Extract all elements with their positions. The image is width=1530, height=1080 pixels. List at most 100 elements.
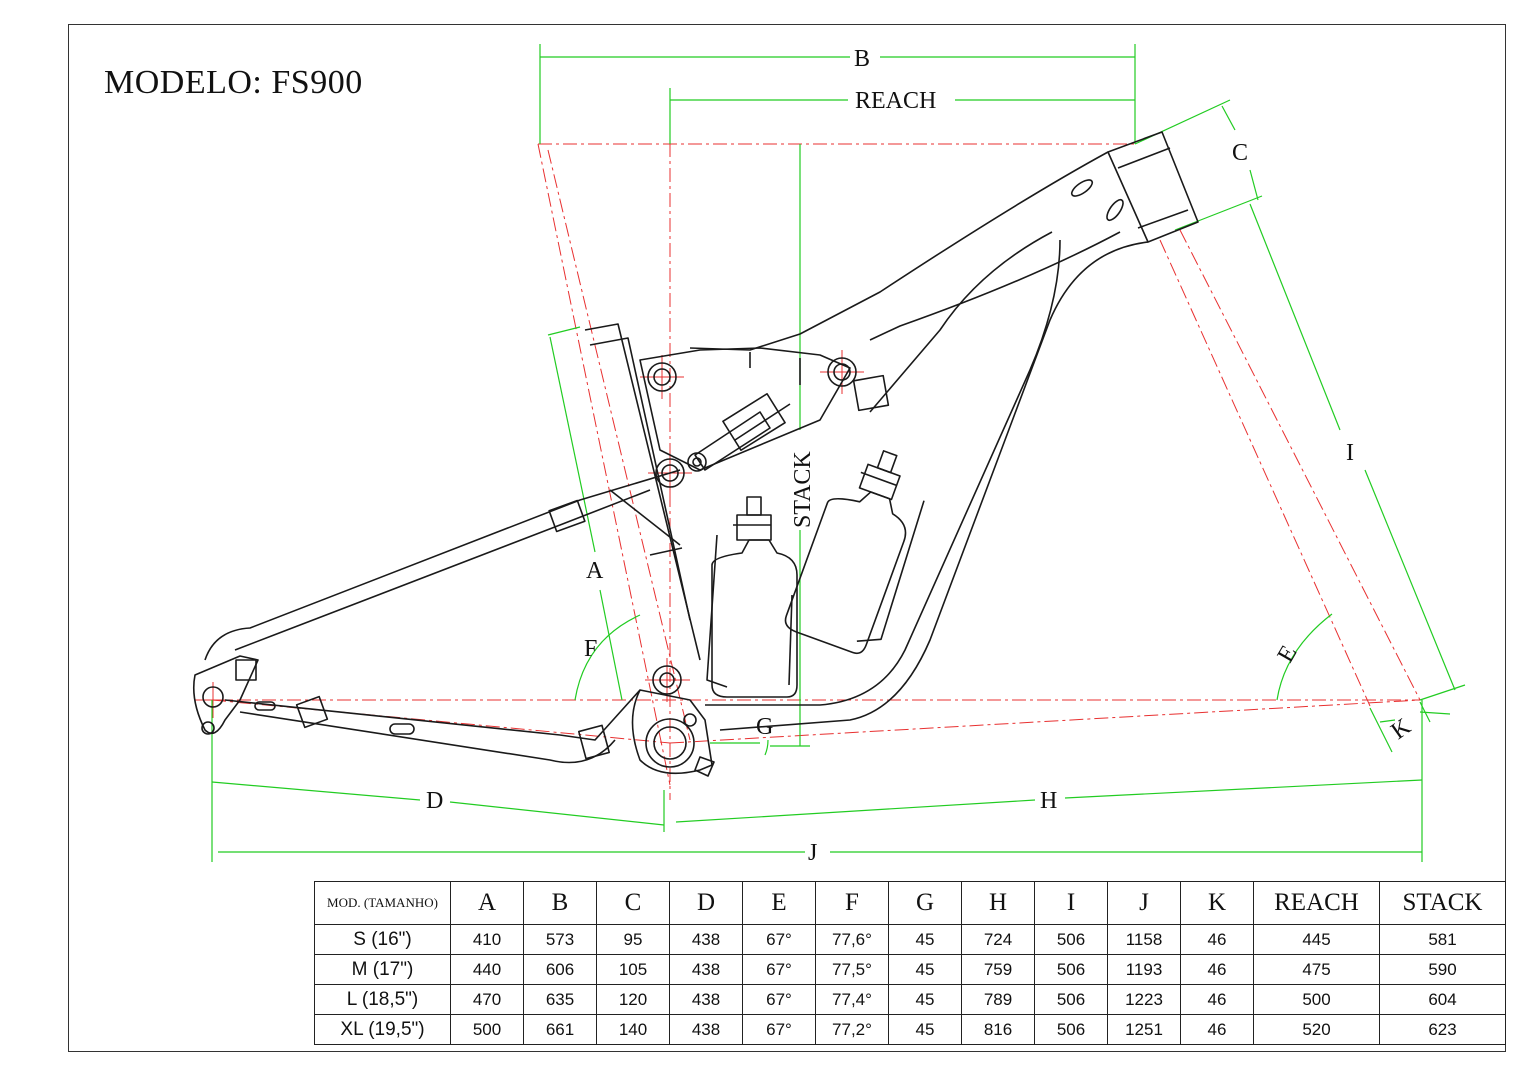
- col-header-d: D: [669, 881, 743, 925]
- table-cell: 46: [1180, 984, 1254, 1015]
- table-cell: 573: [523, 924, 597, 955]
- col-header-stack: STACK: [1379, 881, 1506, 925]
- table-cell: 438: [669, 1014, 743, 1045]
- dimension-lines: [211, 44, 1466, 862]
- table-cell: 506: [1034, 1014, 1108, 1045]
- col-header-a: A: [450, 881, 524, 925]
- water-bottle-seat-tube: [706, 496, 798, 698]
- table-cell-size: L (18,5"): [314, 984, 451, 1015]
- col-header-g: G: [888, 881, 962, 925]
- table-cell: 1158: [1107, 924, 1181, 955]
- table-cell: 470: [450, 984, 524, 1015]
- table-cell: 1251: [1107, 1014, 1181, 1045]
- seat-stay: [204, 469, 681, 661]
- sheet-border: [68, 24, 1506, 1052]
- table-cell: 506: [1034, 984, 1108, 1015]
- table-cell: 95: [596, 924, 670, 955]
- dim-label-c: C: [1232, 140, 1248, 166]
- down-tube: [719, 241, 1149, 731]
- table-cell: 445: [1253, 924, 1380, 955]
- table-cell: 45: [888, 954, 962, 985]
- col-header-j: J: [1107, 881, 1181, 925]
- table-cell: 120: [596, 984, 670, 1015]
- table-cell: 77,4°: [815, 984, 889, 1015]
- dim-label-e: E: [1273, 641, 1303, 667]
- table-cell: 789: [961, 984, 1035, 1015]
- dim-label-a: A: [586, 558, 604, 584]
- col-header-k: K: [1180, 881, 1254, 925]
- col-header-h: H: [961, 881, 1035, 925]
- table-cell: 506: [1034, 924, 1108, 955]
- geometry-table: MOD. (TAMANHO) A B C D E F G H I J K REA…: [314, 881, 1506, 1045]
- table-cell: 816: [961, 1014, 1035, 1045]
- table-cell: 46: [1180, 1014, 1254, 1045]
- table-cell: 581: [1379, 924, 1506, 955]
- table-cell: 46: [1180, 924, 1254, 955]
- dim-label-h: H: [1040, 788, 1057, 814]
- table-cell: 506: [1034, 954, 1108, 985]
- bike-frame: [192, 131, 1199, 777]
- water-bottle-down-tube: [784, 450, 925, 655]
- table-cell: 520: [1253, 1014, 1380, 1045]
- rear-shock: [694, 374, 890, 471]
- chain-stay: [224, 689, 641, 741]
- table-cell: 77,6°: [815, 924, 889, 955]
- seat-tube: [584, 323, 701, 661]
- pivot-shock: [687, 452, 707, 472]
- table-cell: 606: [523, 954, 597, 985]
- table-cell: 590: [1379, 954, 1506, 985]
- table-cell: 724: [961, 924, 1035, 955]
- pivot-upper-seat: [647, 362, 677, 392]
- table-cell: 67°: [742, 984, 816, 1015]
- table-cell: 623: [1379, 1014, 1506, 1045]
- table-cell: 500: [450, 1014, 524, 1045]
- table-cell: 105: [596, 954, 670, 985]
- bottom-bracket: [631, 665, 715, 777]
- centerlines: [211, 143, 1421, 800]
- table-cell: 45: [888, 1014, 962, 1045]
- dim-label-k: K: [1387, 713, 1417, 745]
- col-header-c: C: [596, 881, 670, 925]
- dim-label-stack: STACK: [790, 451, 816, 528]
- table-cell: 67°: [742, 954, 816, 985]
- top-tube: [689, 151, 1109, 351]
- col-header-size: MOD. (TAMANHO): [314, 881, 451, 925]
- dim-label-b: B: [854, 46, 870, 72]
- table-cell: 410: [450, 924, 524, 955]
- head-tube: [1107, 131, 1199, 243]
- dim-label-f: F: [584, 636, 597, 662]
- table-cell-size: S (16"): [314, 924, 451, 955]
- table-cell: 1223: [1107, 984, 1181, 1015]
- dim-label-i: I: [1346, 440, 1354, 466]
- pivot-upper-top: [827, 357, 857, 387]
- rocker-link: [639, 347, 851, 471]
- table-cell: 45: [888, 984, 962, 1015]
- table-cell: 140: [596, 1014, 670, 1045]
- table-cell: 635: [523, 984, 597, 1015]
- pivot-rocker-lower: [655, 458, 685, 488]
- pivot-crosshairs: [195, 350, 864, 718]
- table-cell-size: M (17"): [314, 954, 451, 985]
- table-cell: 46: [1180, 954, 1254, 985]
- geometry-table-header-row: MOD. (TAMANHO) A B C D E F G H I J K REA…: [314, 881, 1506, 925]
- col-header-e: E: [742, 881, 816, 925]
- table-cell: 475: [1253, 954, 1380, 985]
- table-cell: 661: [523, 1014, 597, 1045]
- table-cell: 77,2°: [815, 1014, 889, 1045]
- table-cell: 604: [1379, 984, 1506, 1015]
- table-cell: 759: [961, 954, 1035, 985]
- table-cell: 438: [669, 924, 743, 955]
- col-header-reach: REACH: [1253, 881, 1380, 925]
- table-cell: 440: [450, 954, 524, 985]
- dim-label-reach: REACH: [855, 88, 936, 114]
- table-cell: 438: [669, 954, 743, 985]
- table-cell: 67°: [742, 924, 816, 955]
- table-cell: 438: [669, 984, 743, 1015]
- model-title: MODELO: FS900: [104, 64, 363, 101]
